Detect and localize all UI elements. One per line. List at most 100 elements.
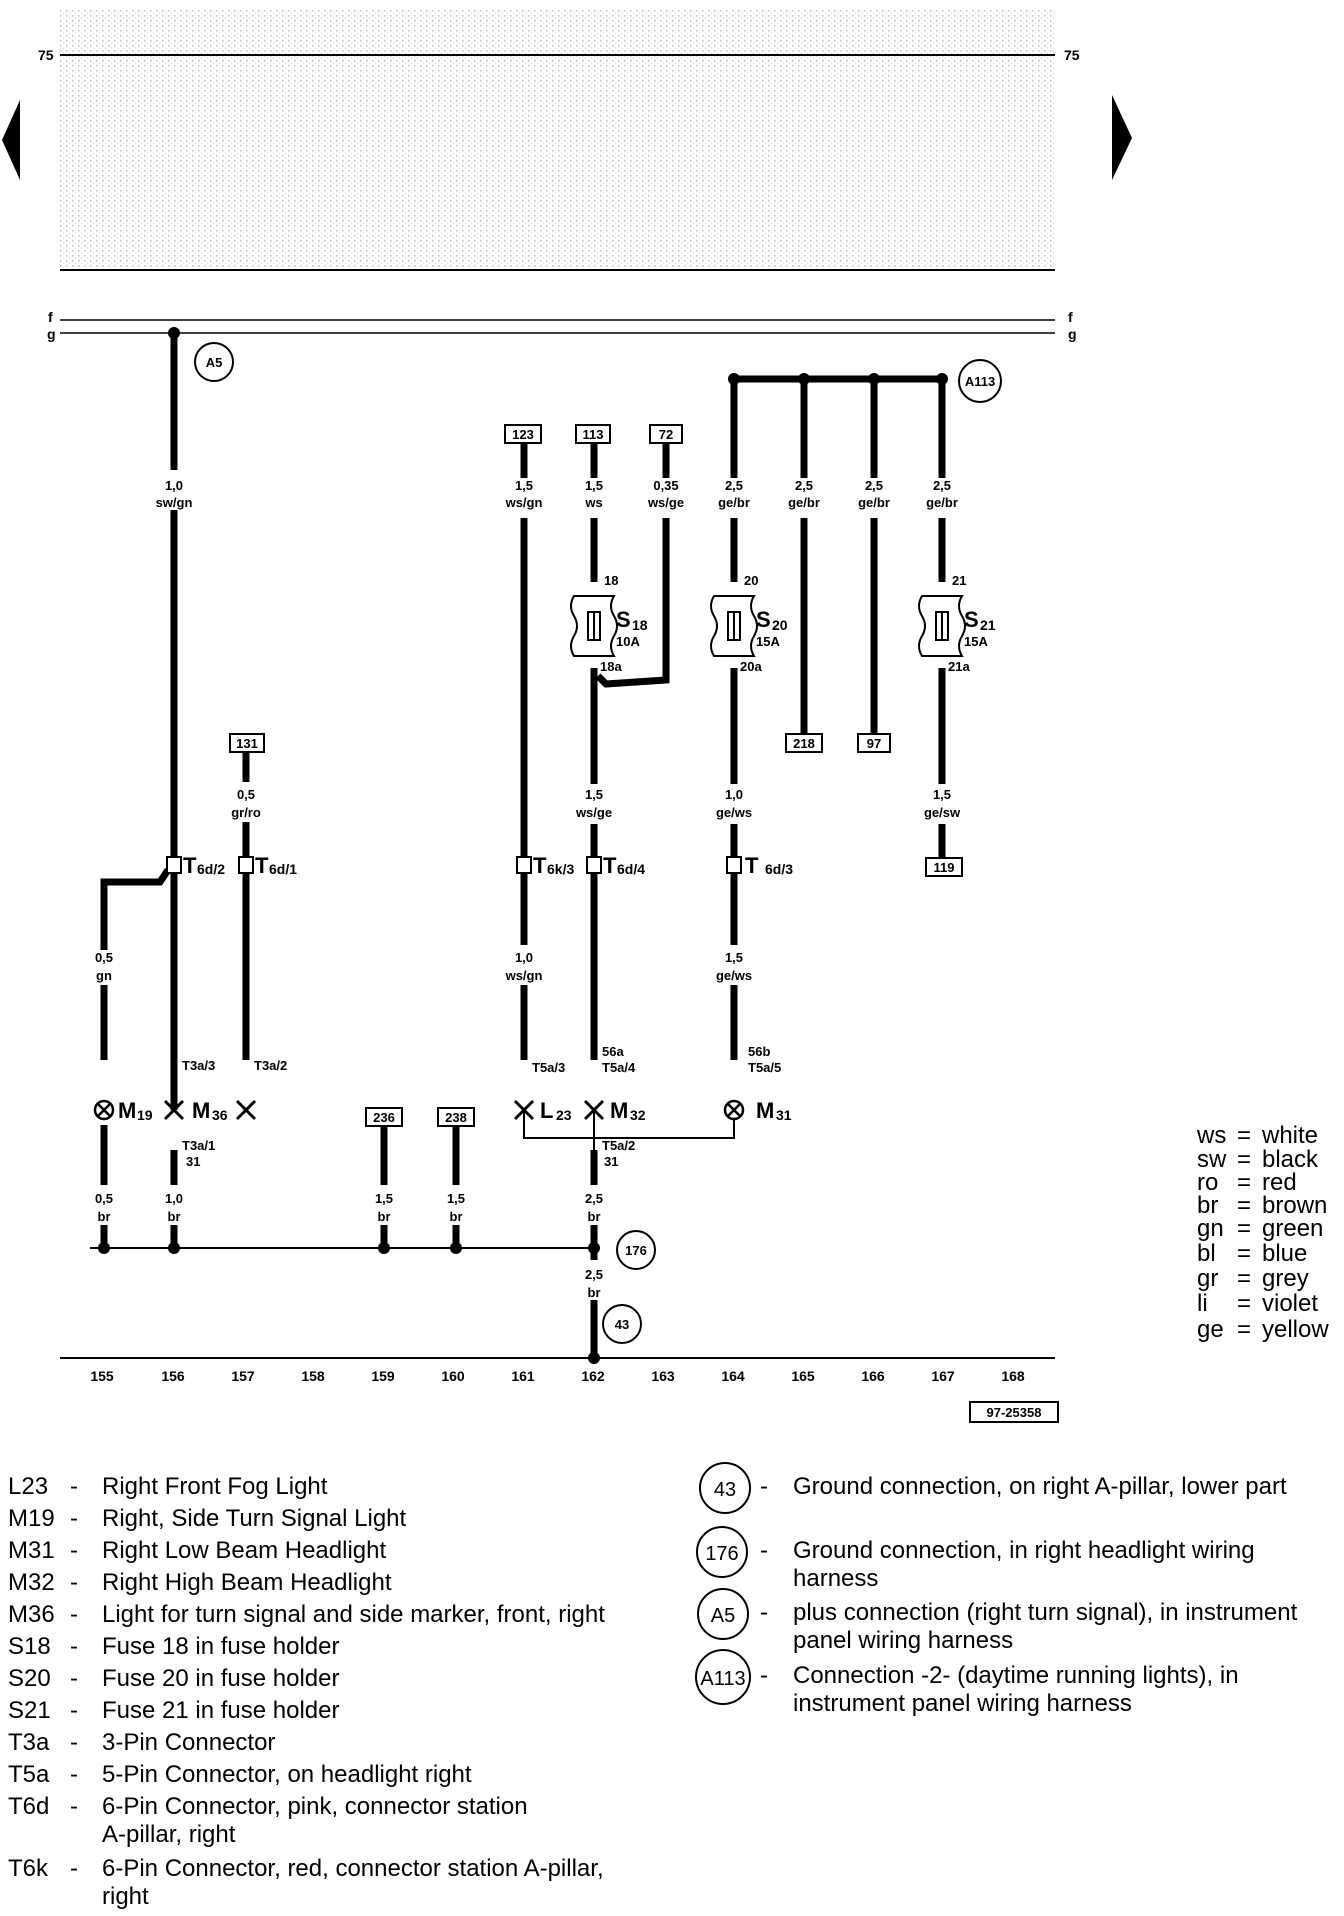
svg-text:T6d: T6d — [8, 1793, 49, 1820]
ground-point-176: 176 — [616, 1230, 656, 1270]
svg-text:2,5: 2,5 — [795, 478, 813, 493]
svg-text:T5a/2: T5a/2 — [602, 1138, 635, 1153]
svg-text:-: - — [70, 1697, 78, 1724]
color-legend-row: ws = white — [1196, 1122, 1318, 1149]
lamp-m36: M 36 — [163, 1098, 257, 1123]
svg-text:-: - — [70, 1855, 78, 1882]
svg-text:Light for turn signal and side: Light for turn signal and side marker, f… — [102, 1601, 605, 1628]
svg-text:T3a/1: T3a/1 — [182, 1138, 215, 1153]
svg-text:-: - — [760, 1662, 768, 1689]
svg-text:plus connection (right turn si: plus connection (right turn signal), in … — [793, 1599, 1298, 1626]
svg-text:gn: gn — [96, 968, 112, 983]
svg-text:0,35: 0,35 — [653, 478, 678, 493]
svg-text:21: 21 — [952, 573, 966, 588]
column-number: 160 — [441, 1368, 465, 1384]
svg-text:M: M — [192, 1098, 210, 1123]
svg-text:ge/br: ge/br — [718, 495, 750, 510]
svg-text:2,5: 2,5 — [585, 1191, 603, 1206]
svg-text:-: - — [70, 1505, 78, 1532]
svg-text:10A: 10A — [616, 634, 640, 649]
svg-text:=: = — [1237, 1290, 1251, 1317]
svg-text:-: - — [70, 1761, 78, 1788]
component-legend-row: M36 - Light for turn signal and side mar… — [8, 1601, 605, 1628]
svg-text:2,5: 2,5 — [865, 478, 883, 493]
svg-text:21a: 21a — [948, 659, 970, 674]
svg-text:-: - — [70, 1665, 78, 1692]
svg-text:br: br — [588, 1209, 601, 1224]
component-legend-row: S20 - Fuse 20 in fuse holder — [8, 1665, 339, 1692]
column-number: 161 — [511, 1368, 535, 1384]
ground-point-a113: A113 — [958, 359, 1002, 403]
ground-legend-row: 43 - Ground connection, on right A-pilla… — [699, 1462, 1287, 1514]
lamp-m31: M 31 — [723, 1098, 792, 1123]
svg-text:36: 36 — [212, 1107, 228, 1123]
svg-text:1,5: 1,5 — [725, 950, 743, 965]
svg-text:56a: 56a — [602, 1044, 624, 1059]
ground-point-a5: A5 — [194, 342, 234, 382]
svg-text:br: br — [98, 1209, 111, 1224]
lamp-m32: M 32 — [583, 1098, 646, 1123]
junction-dots — [98, 327, 948, 1364]
component-legend-row: T6d - 6-Pin Connector, pink, connector s… — [8, 1793, 528, 1848]
svg-text:2,5: 2,5 — [585, 1267, 603, 1282]
svg-text:6-Pin Connector, red, connecto: 6-Pin Connector, red, connector station … — [102, 1855, 604, 1882]
svg-text:0,5: 0,5 — [95, 1191, 113, 1206]
ground-point-43: 43 — [602, 1304, 642, 1344]
column-number: 168 — [1001, 1368, 1025, 1384]
column-number: 162 — [581, 1368, 605, 1384]
component-legend-row: T6k - 6-Pin Connector, red, connector st… — [8, 1855, 604, 1910]
svg-text:M36: M36 — [8, 1601, 55, 1628]
color-legend-row: br = brown — [1197, 1192, 1327, 1219]
svg-text:1,5: 1,5 — [447, 1191, 465, 1206]
svg-text:ro: ro — [1197, 1169, 1218, 1196]
svg-text:0,5: 0,5 — [237, 787, 255, 802]
component-legend: L23 - Right Front Fog Light M19 - Right,… — [8, 1473, 605, 1910]
left-arrow-icon[interactable] — [2, 100, 20, 180]
svg-text:-: - — [70, 1793, 78, 1820]
svg-text:=: = — [1237, 1316, 1251, 1343]
component-legend-row: S21 - Fuse 21 in fuse holder — [8, 1697, 339, 1724]
wire-labels: 1,0 sw/gn 1,5 ws/gn 1,5 ws 0,35 ws/ge 2,… — [95, 478, 961, 1300]
ref-131: 131 — [236, 736, 258, 751]
svg-text:S: S — [756, 607, 771, 632]
svg-text:2,5: 2,5 — [933, 478, 951, 493]
svg-text:white: white — [1261, 1122, 1318, 1149]
svg-text:-: - — [70, 1633, 78, 1660]
connector-t6d4: T 6d/4 — [586, 853, 645, 878]
svg-text:Ground connection, on right A-: Ground connection, on right A-pillar, lo… — [793, 1473, 1287, 1500]
svg-text:31: 31 — [604, 1154, 618, 1169]
svg-text:6d/4: 6d/4 — [617, 861, 645, 877]
svg-text:right: right — [102, 1883, 149, 1910]
component-legend-row: M31 - Right Low Beam Headlight — [8, 1537, 386, 1564]
fuse-s20: 20 20a S 20 15A — [710, 573, 788, 674]
svg-text:43: 43 — [615, 1317, 629, 1332]
svg-text:18a: 18a — [600, 659, 622, 674]
svg-text:T: T — [255, 853, 269, 878]
right-arrow-icon[interactable] — [1112, 95, 1132, 180]
column-numbers: 155 156 157 158 159 160 161 162 163 164 … — [90, 1368, 1025, 1384]
svg-text:=: = — [1237, 1265, 1251, 1292]
ref-236: 236 — [373, 1110, 395, 1125]
thin-lines — [60, 1112, 1055, 1359]
svg-text:T3a/2: T3a/2 — [254, 1058, 287, 1073]
svg-text:br: br — [1197, 1192, 1218, 1219]
ref-123: 123 — [512, 427, 534, 442]
svg-text:Right, Side Turn Signal Light: Right, Side Turn Signal Light — [102, 1505, 407, 1532]
svg-text:Ground connection, in right he: Ground connection, in right headlight wi… — [793, 1537, 1255, 1564]
svg-text:ge/sw: ge/sw — [924, 805, 961, 820]
ref-97: 97 — [867, 736, 881, 751]
column-number: 157 — [231, 1368, 255, 1384]
svg-text:1,0: 1,0 — [515, 950, 533, 965]
color-legend-row: ge = yellow — [1197, 1316, 1329, 1343]
svg-text:Right High Beam Headlight: Right High Beam Headlight — [102, 1569, 392, 1596]
svg-text:br: br — [378, 1209, 391, 1224]
svg-text:red: red — [1262, 1169, 1297, 1196]
svg-text:ge/br: ge/br — [926, 495, 958, 510]
wires — [100, 333, 946, 1360]
svg-text:T5a/5: T5a/5 — [748, 1060, 781, 1075]
svg-text:A5: A5 — [206, 355, 223, 370]
connector-t6d2: T 6d/2 — [166, 853, 225, 878]
svg-text:15A: 15A — [756, 634, 780, 649]
svg-text:A113: A113 — [700, 1668, 745, 1690]
